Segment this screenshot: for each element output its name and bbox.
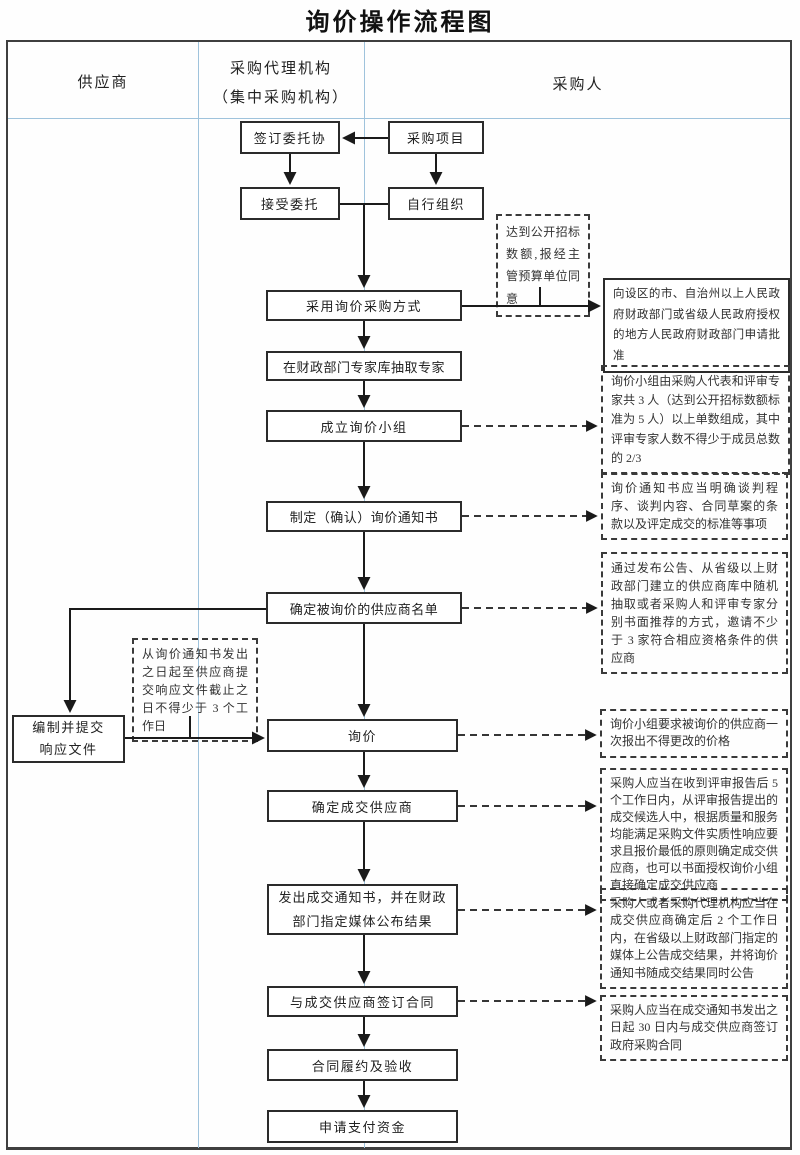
annotation-supplier-selection: 通过发布公告、从省级以上财政部门建立的供应商库中随机抽取或者采购人和评审专家分别… <box>601 552 788 674</box>
node-prepare-response: 编制并提交 响应文件 <box>12 715 125 763</box>
annotation-notice-requirements: 询价通知书应当明确谈判程序、谈判内容、合同草案的条款以及评定成交的标准等事项 <box>601 472 788 540</box>
node-adopt-inquiry-method: 采用询价采购方式 <box>266 290 462 321</box>
annotation-result-announcement: 采购人或者采购代理机构应当在成交供应商确定后 2 个工作日内，在省级以上财政部门… <box>600 888 788 989</box>
note-apply-approval: 向设区的市、自治州以上人民政府财政部门或省级人民政府授权的地方人民政府财政部门申… <box>603 278 790 373</box>
node-sign-agreement: 签订委托协 <box>240 121 340 154</box>
node-determine-supplier-list: 确定被询价的供应商名单 <box>266 592 462 624</box>
page-title: 询价操作流程图 <box>305 10 495 36</box>
node-prepare-response-line1: 编制并提交 <box>32 719 105 735</box>
annotation-public-bidding-threshold: 达到公开招标数额,报经主管预算单位同意 <box>496 214 590 317</box>
lane-header-agency-line2: （集中采购机构） <box>212 90 349 106</box>
annotation-contract-deadline: 采购人应当在成交通知书发出之日起 30 日内与成交供应商签订政府采购合同 <box>600 995 788 1062</box>
lane-divider-1 <box>198 42 199 1148</box>
annotation-response-deadline: 从询价通知书发出之日起至供应商提交响应文件截止之日不得少于 3 个工作日 <box>132 638 258 742</box>
node-prepare-response-line2: 响应文件 <box>39 742 98 757</box>
node-formulate-notice: 制定（确认）询价通知书 <box>266 501 462 532</box>
node-accept-entrustment: 接受委托 <box>240 187 340 220</box>
node-contract-performance: 合同履约及验收 <box>267 1049 458 1081</box>
node-extract-experts: 在财政部门专家库抽取专家 <box>266 351 462 381</box>
node-sign-contract: 与成交供应商签订合同 <box>267 986 458 1017</box>
node-determine-winner: 确定成交供应商 <box>267 790 458 822</box>
lane-header-purchaser: 采购人 <box>552 77 604 93</box>
lane-header-supplier: 供应商 <box>77 75 129 91</box>
annotation-team-composition: 询价小组由采购人代表和评审专家共 3 人（达到公开招标数额标准为 5 人）以上单… <box>601 365 790 475</box>
node-procurement-project: 采购项目 <box>388 121 484 154</box>
annotation-one-time-quote: 询价小组要求被询价的供应商一次报出不得更改的价格 <box>600 709 788 758</box>
node-issue-award-notice: 发出成交通知书，并在财政部门指定媒体公布结果 <box>267 884 458 935</box>
node-form-inquiry-team: 成立询价小组 <box>266 410 462 442</box>
annotation-winner-determination: 采购人应当在收到评审报告后 5 个工作日内，从评审报告提出的成交候选人中，根据质… <box>600 768 788 902</box>
node-self-organize: 自行组织 <box>388 187 484 220</box>
header-divider <box>8 118 790 119</box>
node-apply-payment: 申请支付资金 <box>267 1110 458 1143</box>
swimlane-frame <box>6 40 792 1150</box>
node-inquiry: 询价 <box>267 719 458 752</box>
lane-header-agency-line1: 采购代理机构 <box>229 61 332 77</box>
